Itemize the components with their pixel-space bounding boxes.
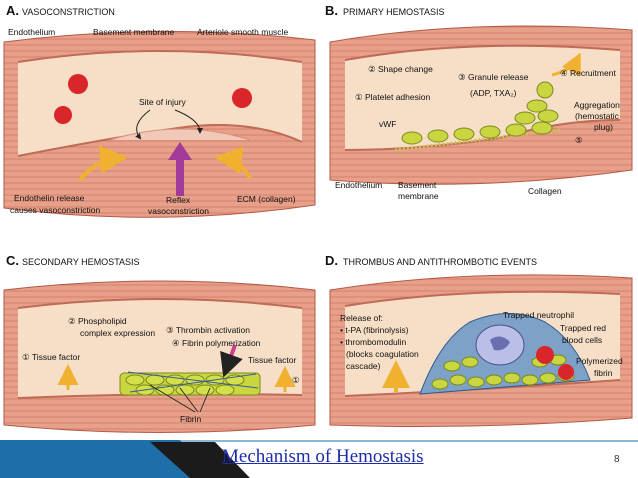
label-thrombin-activation: ③ Thrombin activation (166, 325, 250, 335)
label-trapped-neutrophil: Trapped neutrophil (503, 310, 574, 320)
panel-c: C. SECONDARY HEMOSTASIS ② Phospholipid c… (3, 253, 316, 433)
label-platelet-adhesion: ① Platelet adhesion (355, 92, 430, 102)
label-aggregation-num: ⑤ (575, 135, 583, 145)
injury-pointer-left (135, 109, 151, 140)
recruitment-arrow-icon (551, 52, 581, 77)
label-phospholipid-1: ② Phospholipid (68, 316, 127, 326)
label-aggregation-1: Aggregation (574, 100, 620, 110)
red-blood-cell (54, 106, 72, 124)
label-phospholipid-2: complex expression (80, 328, 155, 338)
lumen-a (18, 51, 302, 156)
label-release: Release of: (340, 313, 383, 323)
label-ecm-a: ECM (collagen) (237, 194, 296, 204)
slide-title: Mechanism of Hemostasis (222, 446, 424, 467)
red-blood-cell (68, 74, 88, 94)
label-recruitment: ④ Recruitment (560, 68, 616, 78)
label-collagen-b: Collagen (528, 186, 562, 196)
label-tissue-factor: ① Tissue factor (22, 352, 80, 362)
injury-pointer-right (174, 109, 203, 134)
panel-d-letter: D. (325, 253, 338, 268)
endothelium-top-a (17, 50, 303, 63)
panel-b-title: PRIMARY HEMOSTASIS (343, 7, 445, 17)
page-number: 8 (614, 454, 620, 465)
panel-c-title: SECONDARY HEMOSTASIS (22, 257, 140, 267)
label-tpa: • t-PA (fibrinolysis) (340, 325, 409, 335)
panel-a-title: VASOCONSTRICTION (22, 7, 115, 17)
endothelium-bottom-a (17, 124, 303, 157)
platelet-plug (401, 81, 559, 145)
label-vwf: vWF (379, 119, 396, 129)
label-blocks-2: cascade) (346, 361, 381, 371)
label-basement-b-2: membrane (398, 191, 439, 201)
thrombin-arrow-icon (220, 344, 243, 378)
label-reflex-2: vasoconstriction (148, 206, 209, 216)
endothelium-top-b (344, 44, 621, 61)
injury-site-a (109, 128, 251, 141)
label-smooth-muscle-a: Arteriole smooth muscle (197, 27, 288, 37)
label-trapped-rbc-1: Trapped red (560, 323, 606, 333)
label-blocks-1: (blocks coagulation (346, 349, 419, 359)
label-trapped-rbc-2: blood cells (562, 335, 602, 345)
trapped-red-blood-cell (536, 346, 554, 364)
footer-band (0, 440, 638, 478)
label-thrombomodulin: • thrombomodulin (340, 337, 407, 347)
neutrophil-nucleus (490, 336, 510, 351)
panel-a-letter: A. (6, 3, 19, 18)
panel-b: B. PRIMARY HEMOSTASIS ② Shape change ③ G… (325, 3, 633, 201)
label-granule-release: ③ Granule release (458, 72, 529, 82)
label-basement-a: Basement membrane (93, 27, 175, 37)
label-adp: (ADP, TXA₂) (470, 88, 517, 98)
label-basement-b-1: Basement (398, 180, 437, 190)
label-injury-a: Site of injury (139, 97, 187, 107)
label-endothelin-1: Endothelin release (14, 193, 85, 203)
red-blood-cell (232, 88, 252, 108)
label-endothelium-a: Endothelium (8, 27, 55, 37)
footer-blue-band (0, 440, 210, 478)
panel-d: D. THROMBUS AND ANTITHROMBOTIC EVENTS Re… (325, 253, 633, 427)
label-aggregation-3: plug) (594, 122, 613, 132)
endothelium-top-d (344, 290, 621, 307)
endothelin-arrow-icon (78, 145, 128, 182)
footer-black-stripe (150, 442, 250, 478)
reflex-arrow-icon (168, 142, 192, 196)
panel-d-title: THROMBUS AND ANTITHROMBOTIC EVENTS (343, 257, 537, 267)
label-shape-change: ② Shape change (368, 64, 433, 74)
label-tissue-factor-right-num: ① (292, 375, 300, 385)
label-aggregation-2: (hemostatic (575, 111, 620, 121)
label-polymerized-2: fibrin (594, 368, 613, 378)
lumen-b (345, 45, 620, 150)
label-endothelin-2: causes vasoconstriction (10, 205, 101, 215)
label-fibrin-polymerization: ④ Fibrin polymerization (172, 338, 261, 348)
trapped-red-blood-cell (558, 364, 574, 380)
endothelium-top-c (17, 298, 303, 309)
label-reflex-1: Reflex (166, 195, 191, 205)
fibrin-pointers (149, 384, 211, 413)
label-fibrin: Fibrin (180, 414, 202, 424)
label-polymerized-1: Polymerized (576, 356, 623, 366)
fibrin-clot (119, 371, 261, 396)
label-tissue-factor-right: Tissue factor (248, 355, 297, 365)
label-endothelium-b: Endothelium (335, 180, 382, 190)
panel-a: A. VASOCONSTRICTION Endothelium Basement… (3, 3, 316, 218)
panel-c-letter: C. (6, 253, 19, 268)
panel-b-letter: B. (325, 3, 338, 18)
endothelin-arrow-icon (214, 146, 252, 180)
